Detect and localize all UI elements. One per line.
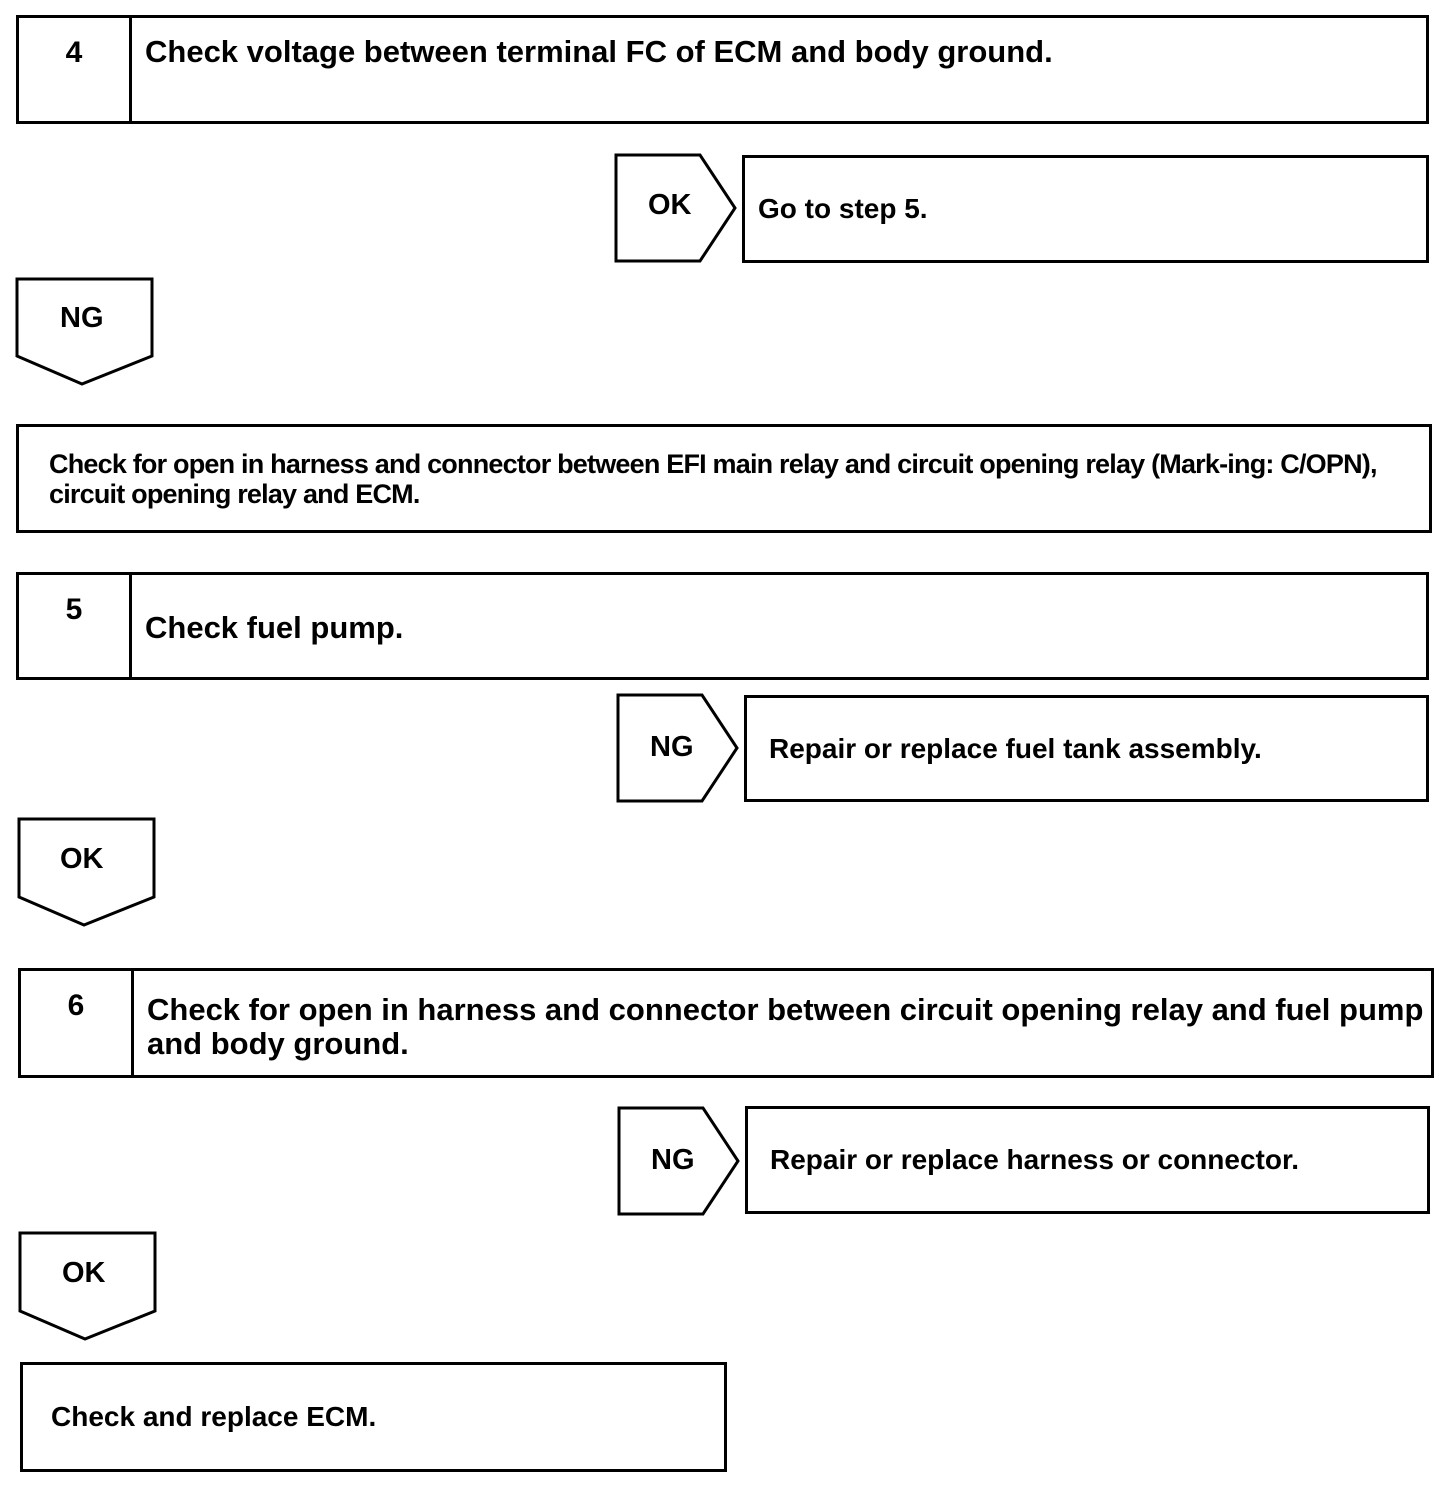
step-5-ng-action-box: Repair or replace fuel tank assembly. xyxy=(744,695,1429,802)
step-6-ng-action-text: Repair or replace harness or connector. xyxy=(770,1144,1300,1175)
step-5-text: Check fuel pump. xyxy=(145,610,404,645)
step-5-ng-label: NG xyxy=(650,731,694,763)
step-4-ok-label: OK xyxy=(648,189,692,221)
step-4-text: Check voltage between terminal FC of ECM… xyxy=(145,34,1053,69)
step-6-ok-action-box: Check and replace ECM. xyxy=(20,1362,727,1472)
ok-down-arrow-step-6 xyxy=(18,1231,157,1341)
step-6-ok-label: OK xyxy=(62,1257,106,1289)
step-6-ok-action-text: Check and replace ECM. xyxy=(51,1401,377,1432)
step-6-ng-label: NG xyxy=(651,1144,695,1176)
ok-right-arrow-step-4 xyxy=(614,153,737,263)
step-5-ok-label: OK xyxy=(60,843,104,875)
step-4-ng-action-text: Check for open in harness and connector … xyxy=(49,448,1377,509)
ok-down-arrow-step-5 xyxy=(17,817,156,927)
step-6-box: 6 Check for open in harness and connecto… xyxy=(18,968,1434,1078)
step-5-ng-action-text: Repair or replace fuel tank assembly. xyxy=(769,732,1262,764)
step-4-ok-action-text: Go to step 5. xyxy=(758,193,928,224)
step-4-ok-action-box: Go to step 5. xyxy=(742,155,1429,263)
step-5-box: 5 Check fuel pump. xyxy=(16,572,1429,680)
step-6-number: 6 xyxy=(21,971,134,1075)
step-4-box: 4 Check voltage between terminal FC of E… xyxy=(16,15,1429,124)
step-5-number: 5 xyxy=(19,575,132,677)
ng-down-arrow-step-4 xyxy=(15,277,154,386)
step-6-text: Check for open in harness and connector … xyxy=(147,992,1424,1061)
step-4-ng-label: NG xyxy=(60,302,104,334)
step-6-ng-action-box: Repair or replace harness or connector. xyxy=(745,1106,1430,1214)
ng-right-arrow-step-6 xyxy=(617,1106,740,1216)
step-4-number: 4 xyxy=(19,18,132,121)
ng-right-arrow-step-5 xyxy=(616,693,739,803)
step-4-ng-action-box: Check for open in harness and connector … xyxy=(16,424,1432,533)
